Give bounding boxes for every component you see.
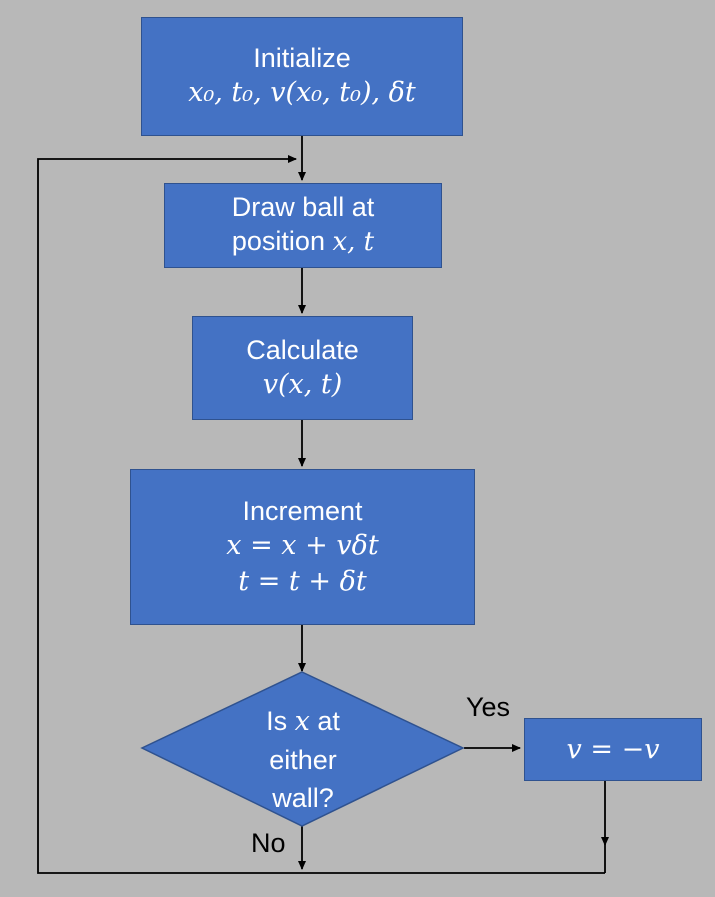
draw-ball-line2: position x, t [232,224,374,260]
wall-check-line3: wall? [272,782,334,813]
increment-title: Increment [242,495,363,526]
loop-back-line [37,155,605,874]
calculate-title: Calculate [246,334,359,365]
wall-check-line1-x: x [294,705,310,737]
draw-ball-line2-text: position [231,226,333,256]
wall-check-line2: either [269,744,337,775]
calculate-box: Calculate v(x, t) [192,316,413,420]
initialize-box: Initialize x₀, t₀, v(x₀, t₀), δt [141,17,463,136]
yes-label: Yes [466,692,511,722]
increment-math-x: x = x + vδt [226,529,379,561]
initialize-math: x₀, t₀, v(x₀, t₀), δt [188,77,416,108]
flip-velocity-box: v = −v [524,718,702,781]
draw-ball-line2-math: x, t [332,227,375,257]
wall-check-line1: Is x at [266,702,340,741]
initialize-title: Initialize [253,43,351,73]
flip-velocity-math: v = −v [566,733,660,765]
increment-box: Increment x = x + vδt t = t + δt [130,469,475,625]
wall-check-line1-a: Is [266,705,295,736]
wall-check-text: Is x at either wall? [142,693,464,825]
calculate-math: v(x, t) [262,368,343,400]
wall-check-line1-b: at [309,705,340,736]
draw-ball-box: Draw ball at position x, t [164,183,442,268]
increment-math-t: t = t + δt [238,565,367,597]
draw-ball-line1: Draw ball at [231,192,375,222]
no-label: No [251,828,286,858]
